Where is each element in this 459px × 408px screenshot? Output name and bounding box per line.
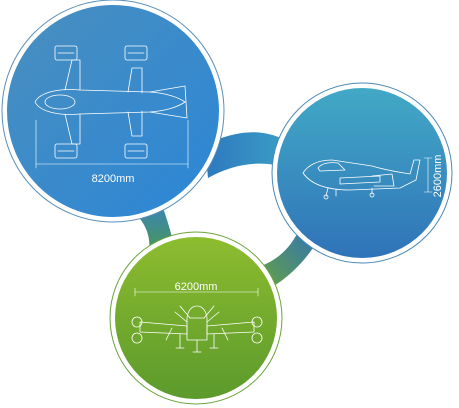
front-view-panel: 6200mm bbox=[109, 231, 283, 405]
connector-top-side bbox=[205, 132, 288, 178]
aircraft-side-view-icon bbox=[302, 157, 433, 200]
side-view-dimension-label: 2600mm bbox=[432, 155, 444, 198]
side-view-panel: 2600mm bbox=[271, 82, 453, 264]
aircraft-front-view-icon bbox=[131, 287, 263, 353]
aircraft-top-view-icon bbox=[34, 45, 189, 169]
top-view-panel: 8200mm bbox=[1, 0, 225, 223]
front-view-dimension-label: 6200mm bbox=[175, 281, 218, 293]
top-view-dimension-label: 8200mm bbox=[92, 173, 135, 185]
